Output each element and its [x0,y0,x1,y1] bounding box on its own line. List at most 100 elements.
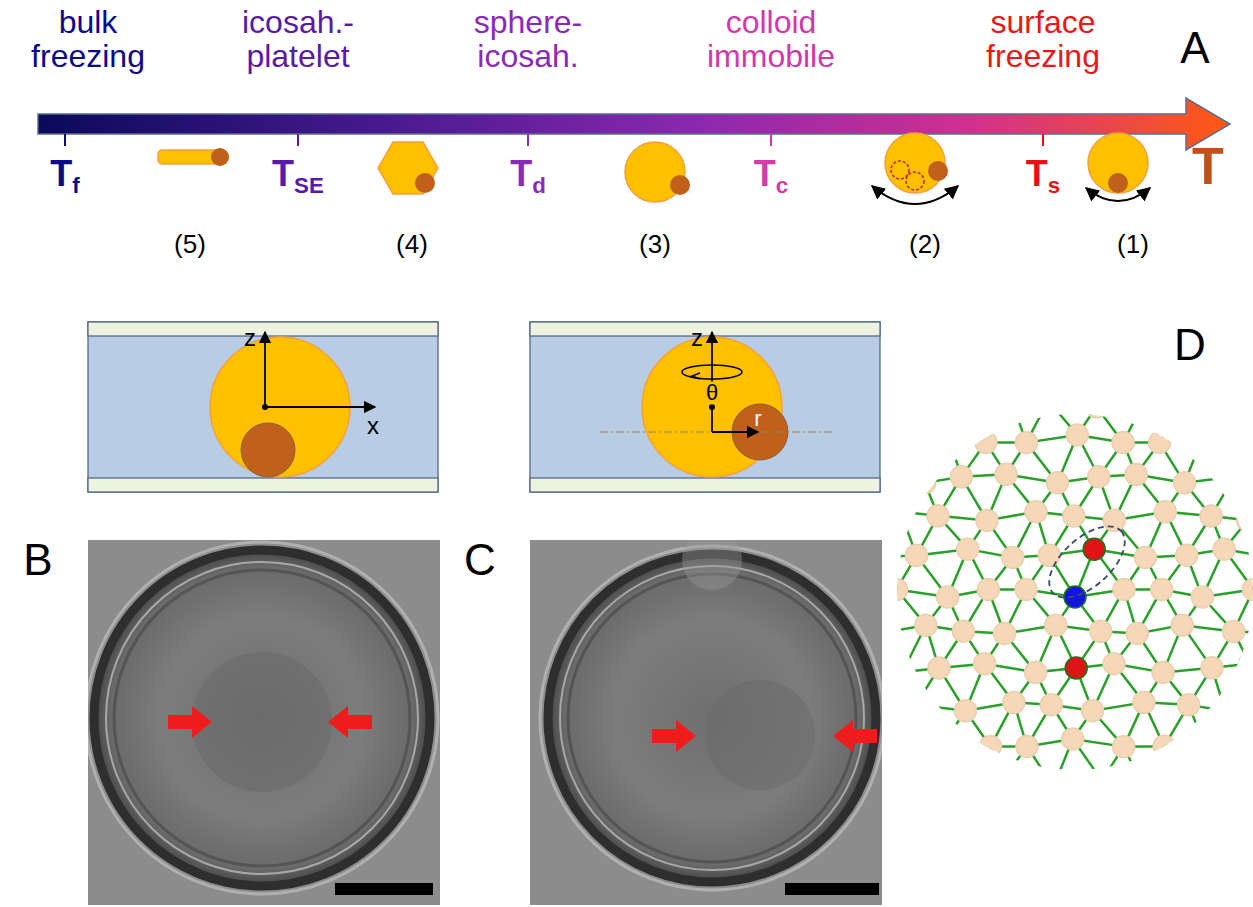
lattice-site [840,579,862,601]
lattice-site [915,614,937,636]
lattice-site [1085,396,1107,418]
lattice-site [1083,538,1105,560]
platelet-icon [158,148,229,166]
lattice-site [1152,661,1174,683]
lattice-site [1016,735,1038,757]
lattice-site [937,424,959,446]
lattice-site [849,509,871,531]
lattice-site [979,736,1001,758]
temperature-arrow [38,98,1230,150]
lattice-site [1153,735,1175,757]
defect-pair-outline [1037,513,1137,610]
lattice-site [995,463,1017,485]
axis-label: θ [704,381,720,404]
lattice-site [1043,776,1065,798]
lattice-site [1046,472,1068,494]
lattice-site [975,431,997,453]
callout-number: (4) [396,231,428,258]
axis-label: z [691,325,703,350]
lattice-site [927,505,949,527]
lattice-site [1064,586,1086,608]
lattice-site [1038,544,1060,566]
lattice-site [1065,657,1087,679]
lattice-site [1002,546,1024,568]
lattice-site [1112,431,1134,453]
lattice-site [1113,578,1135,600]
phase-label: surface freezing [986,6,1100,73]
lattice-site [867,691,889,713]
lattice-site [1201,657,1223,679]
lattice-site [1191,586,1213,608]
lattice-site [1023,805,1045,827]
lattice-site [1171,614,1193,636]
lattice-site [869,463,891,485]
lattice-site [1003,691,1025,713]
panel-letter: A [1180,25,1209,71]
lattice-site [1173,390,1195,412]
lattice-site [1128,768,1150,790]
callout-number: (2) [909,231,941,258]
phase-label: sphere- icosah. [474,6,583,73]
lattice-site [1126,622,1148,644]
lattice-site [1200,505,1222,527]
lattice-site [954,700,976,722]
lattice-bonds [851,364,1253,820]
lattice-site [1062,728,1084,750]
axis-label: x [367,413,379,438]
lattice-site [1063,505,1085,527]
lattice-site [958,396,980,418]
lattice-site [1090,620,1112,642]
immobile-colloid-icon [872,133,958,204]
cell-schematic-c [530,322,880,492]
lattice-site [1025,501,1047,523]
lattice-site [1040,694,1062,716]
lattice-site [1178,694,1200,716]
phase-label: colloid immobile [707,6,835,73]
lattice-site [957,538,979,560]
lattice-site [993,768,1015,790]
lattice-site [1191,728,1213,750]
lattice-site [889,501,911,523]
lattice-site [1088,466,1110,488]
lattice-site [1151,579,1173,601]
lattice-site [1134,547,1156,569]
lattice-site [1015,578,1037,600]
lattice-site [955,770,977,792]
lattice-site [864,546,886,568]
mobile-colloid-icon [1086,133,1150,201]
lattice-site [1193,424,1215,446]
lattice-site [1237,509,1253,531]
lattice-site [1082,700,1104,722]
cell-schematic-b [88,322,438,492]
lattice-site [1242,578,1253,600]
lattice-site [1000,388,1022,410]
lattice-site [1213,538,1235,560]
lattice-site [914,472,936,494]
lattice-site [891,661,913,683]
lattice-site [928,657,950,679]
phase-label: icosah.- platelet [242,6,354,73]
micrograph-c [530,540,882,905]
lattice-site [952,620,974,642]
callout-number: (3) [639,231,671,258]
lattice-site [1025,661,1047,683]
phase-label: bulk freezing [31,6,145,73]
icosahedron-icon [378,142,438,194]
lattice-site [1125,463,1147,485]
lattice-site [974,653,996,675]
lattice-site [1024,357,1046,379]
lattice-site [1176,544,1198,566]
lattice-site [906,544,928,566]
lattice-site [1223,466,1245,488]
lattice-site [1037,390,1059,412]
lattice-site [847,653,869,675]
lattice-site [1091,770,1113,792]
lattice-site [1149,432,1171,454]
lattice-site [1066,424,1088,446]
lattice-site [1170,776,1192,798]
lattice-site [977,579,999,601]
lattice-site [1154,501,1176,523]
callout-number: (5) [174,231,206,258]
